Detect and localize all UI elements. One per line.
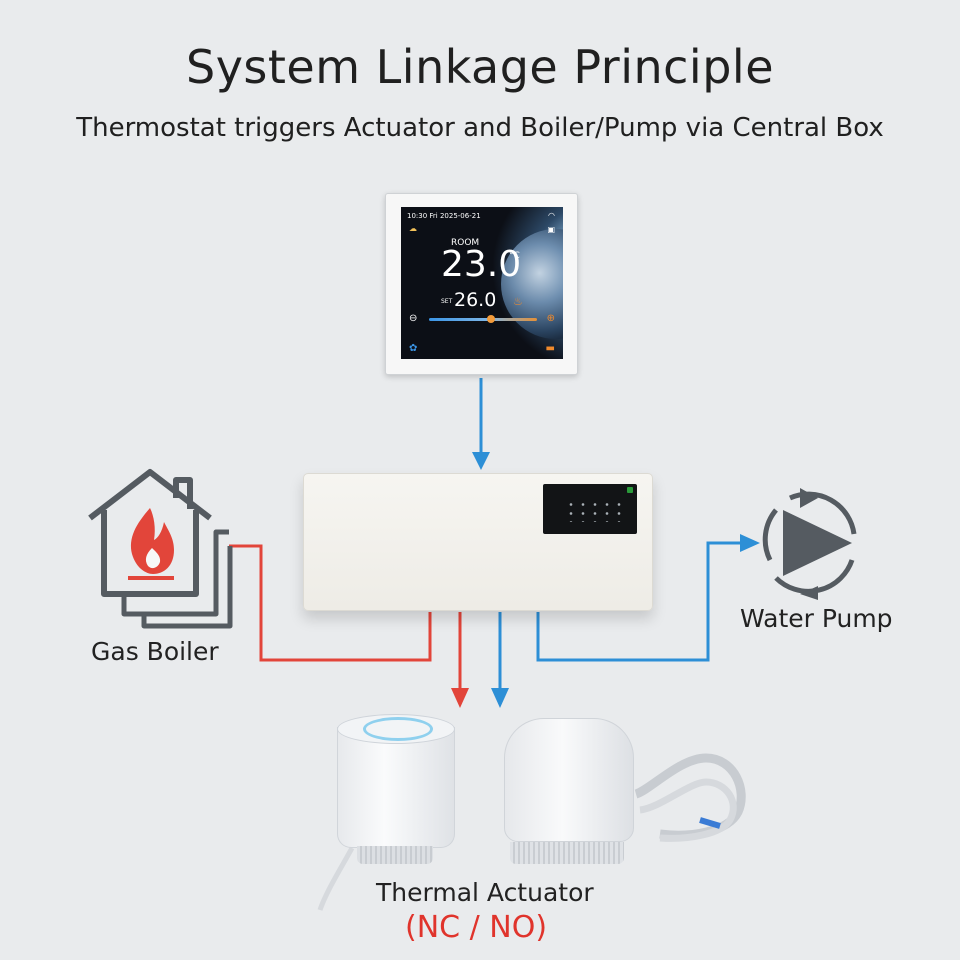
thermostat-screen: 10:30 Fri 2025-06-21 ◠ ▣ ☁ ROOM 23.0 °C … bbox=[401, 207, 563, 359]
boiler-connection-line bbox=[229, 544, 432, 662]
room-temperature: 23.0 bbox=[441, 244, 522, 285]
water-pump-label: Water Pump bbox=[740, 604, 893, 633]
gas-boiler-label: Gas Boiler bbox=[91, 637, 219, 666]
heat-mode-icon[interactable]: ▬ bbox=[545, 343, 555, 354]
indicator-leds bbox=[565, 500, 621, 522]
slider-knob[interactable] bbox=[487, 315, 495, 323]
setpoint-temperature[interactable]: 26.0 bbox=[454, 289, 497, 311]
central-box bbox=[303, 473, 653, 611]
temperature-slider[interactable] bbox=[429, 318, 537, 321]
temperature-unit: °C bbox=[509, 251, 520, 261]
wifi-icon: ◠ bbox=[548, 211, 555, 220]
mode-icon[interactable]: ✿ bbox=[409, 343, 418, 354]
diagram-subtitle: Thermostat triggers Actuator and Boiler/… bbox=[76, 113, 884, 143]
power-led bbox=[627, 487, 633, 493]
actuator-signal-arrow bbox=[491, 612, 509, 708]
thermostat-clock: 10:30 Fri 2025-06-21 bbox=[407, 212, 481, 220]
pump-connection-line bbox=[536, 534, 760, 662]
plus-button[interactable]: ⊕ bbox=[546, 313, 555, 324]
thermal-actuator-dome bbox=[500, 718, 640, 868]
thermal-actuator-round bbox=[337, 714, 455, 864]
room-label: ROOM bbox=[451, 238, 480, 248]
actuator-mode-label: (NC / NO) bbox=[405, 910, 548, 945]
thermostat-device: 10:30 Fri 2025-06-21 ◠ ▣ ☁ ROOM 23.0 °C … bbox=[385, 193, 578, 375]
house-flame-icon bbox=[88, 469, 233, 629]
minus-button[interactable]: ⊖ bbox=[409, 313, 418, 324]
diagram-title: System Linkage Principle bbox=[186, 40, 774, 94]
weather-icon: ☁ bbox=[409, 224, 417, 233]
heating-flame-icon: ♨ bbox=[513, 295, 523, 308]
calendar-icon: ▣ bbox=[547, 225, 555, 234]
central-box-indicator-panel bbox=[543, 484, 637, 534]
setpoint-label: SET bbox=[441, 298, 453, 305]
pump-play-icon bbox=[762, 488, 857, 600]
thermostat-to-box-arrow bbox=[472, 378, 490, 470]
actuator-heat-arrow bbox=[451, 612, 469, 708]
actuator-cable bbox=[317, 753, 746, 911]
flame-icon bbox=[128, 508, 174, 580]
thermal-actuator-label: Thermal Actuator bbox=[376, 878, 594, 907]
